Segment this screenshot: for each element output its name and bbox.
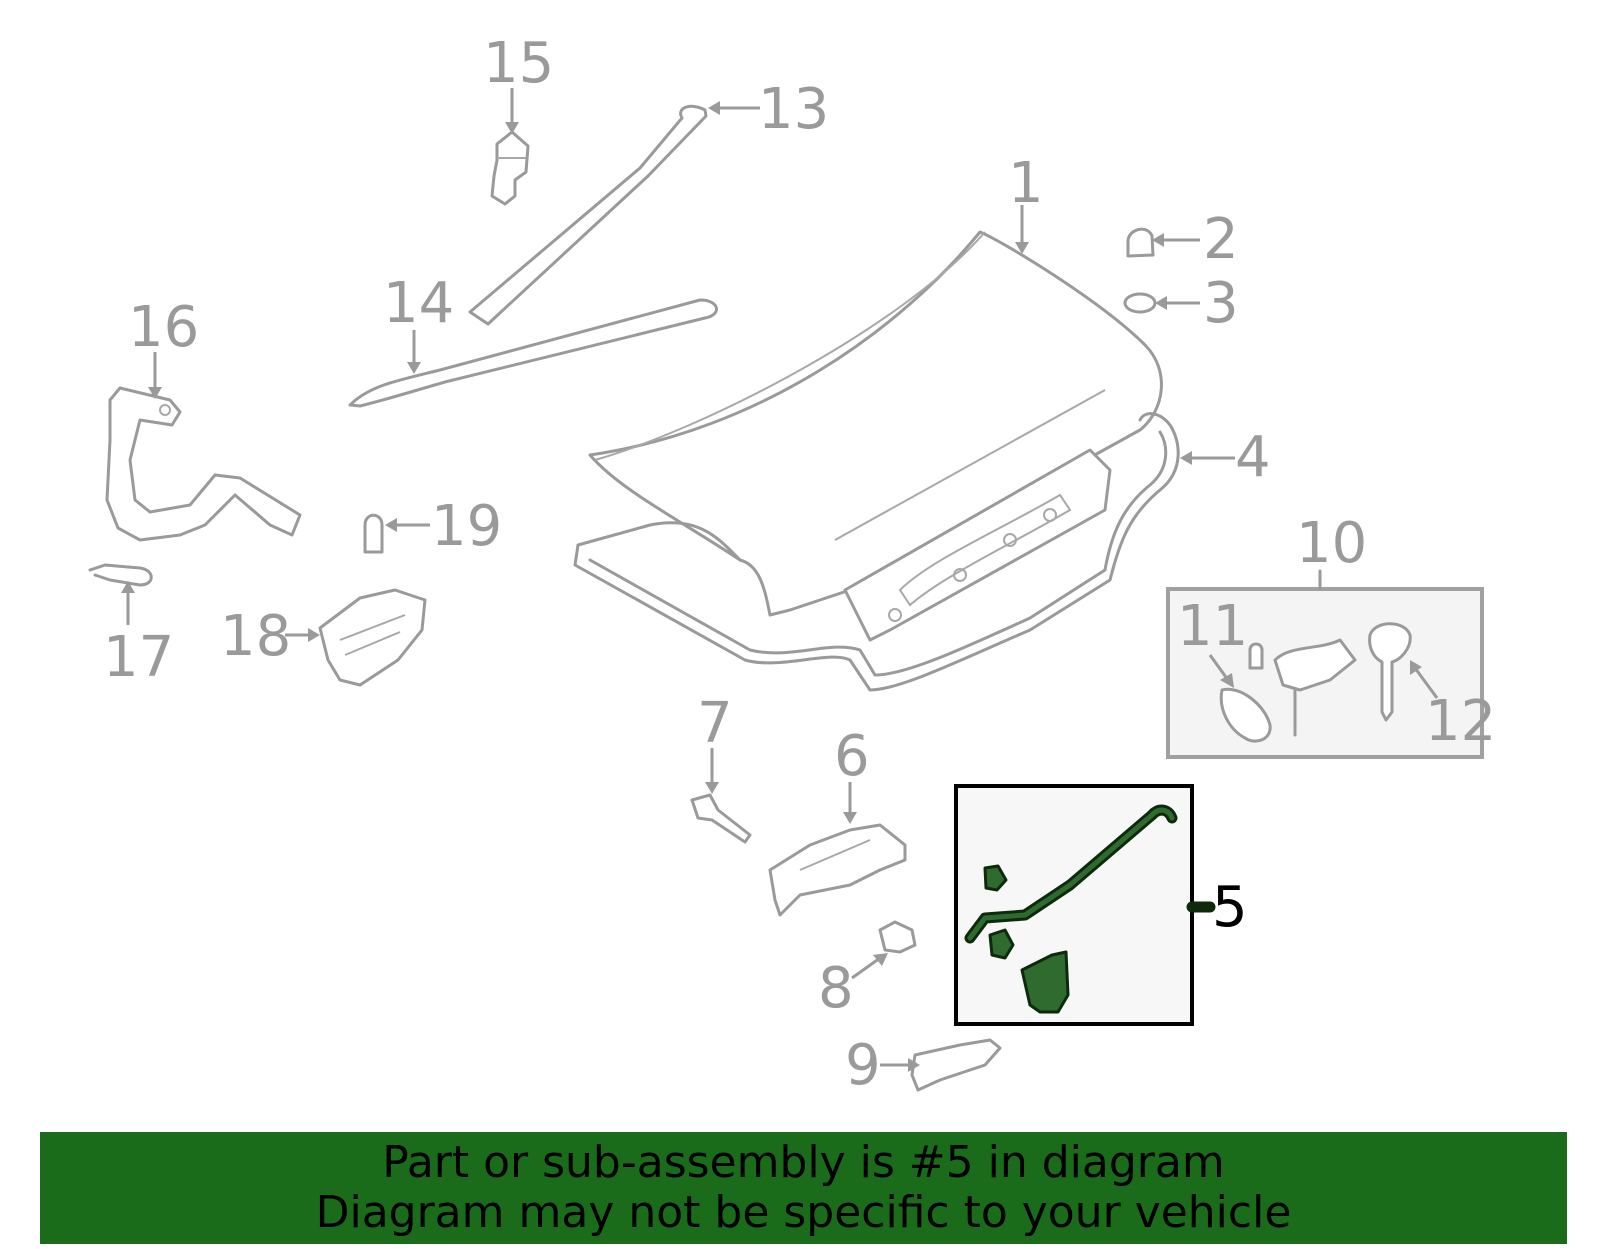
callout-10: 10 bbox=[1296, 511, 1367, 576]
info-banner: Part or sub-assembly is #5 in diagram Di… bbox=[40, 1132, 1567, 1244]
callout-1: 1 bbox=[1008, 151, 1044, 216]
part-8-clip[interactable] bbox=[878, 920, 917, 954]
part-11-gasket bbox=[1219, 687, 1272, 743]
callout-5: 5 bbox=[1212, 875, 1248, 940]
part-3-grommet[interactable] bbox=[1123, 292, 1157, 314]
banner-line-2: Diagram may not be specific to your vehi… bbox=[315, 1187, 1292, 1238]
callout-3: 3 bbox=[1203, 271, 1239, 336]
part-13-torsion-rod[interactable] bbox=[468, 104, 708, 326]
callout-11: 11 bbox=[1177, 594, 1248, 659]
callout-12: 12 bbox=[1425, 689, 1496, 754]
callout-4: 4 bbox=[1235, 425, 1271, 490]
leader-lines bbox=[121, 88, 1439, 1072]
part-14-torsion-rod[interactable] bbox=[348, 298, 718, 408]
callout-14: 14 bbox=[383, 271, 454, 336]
part-16-hinge[interactable] bbox=[105, 386, 302, 542]
part-17-cable[interactable] bbox=[88, 563, 153, 587]
part-15-bumper[interactable] bbox=[490, 130, 530, 206]
callout-16: 16 bbox=[128, 295, 199, 360]
callout-13: 13 bbox=[758, 77, 829, 142]
part-5-highlight-box[interactable] bbox=[954, 784, 1216, 1026]
callout-15: 15 bbox=[483, 31, 554, 96]
part-18-lamp-housing[interactable] bbox=[318, 588, 427, 687]
part-9-striker[interactable] bbox=[910, 1038, 1002, 1092]
part-19-bulb[interactable] bbox=[363, 513, 384, 554]
callout-17: 17 bbox=[103, 625, 174, 690]
callout-2: 2 bbox=[1203, 207, 1239, 272]
part-10-lock-cylinder-set[interactable] bbox=[1166, 569, 1484, 759]
part-6-latch-cover[interactable] bbox=[768, 823, 907, 917]
callout-8: 8 bbox=[818, 956, 854, 1021]
callout-18: 18 bbox=[220, 604, 291, 669]
callout-6: 6 bbox=[834, 724, 870, 789]
part-1-trunk-lid[interactable] bbox=[588, 230, 1163, 617]
callout-labels: 15 13 1 2 3 14 16 4 19 10 11 18 17 12 7 … bbox=[103, 31, 1496, 1098]
callout-19: 19 bbox=[431, 494, 502, 559]
callout-7: 7 bbox=[697, 691, 733, 756]
part-4-weatherstrip[interactable] bbox=[573, 412, 1180, 692]
part-12-key bbox=[1368, 622, 1412, 722]
part-2-bumper-plug[interactable] bbox=[1126, 227, 1155, 258]
part-7-bolt[interactable] bbox=[690, 793, 752, 844]
callout-9: 9 bbox=[845, 1033, 881, 1098]
banner-line-1: Part or sub-assembly is #5 in diagram bbox=[382, 1137, 1225, 1188]
